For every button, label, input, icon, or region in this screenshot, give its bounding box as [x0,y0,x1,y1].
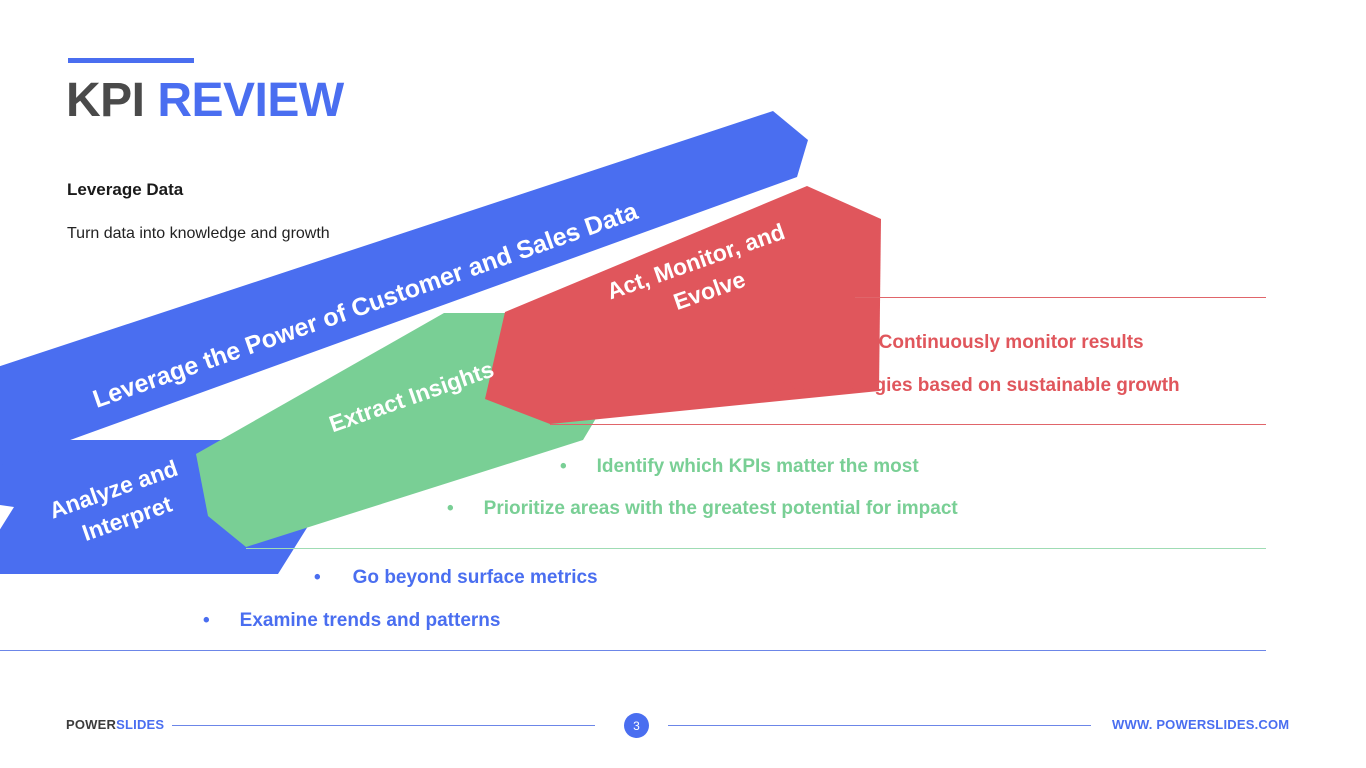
page-number-badge: 3 [624,713,649,738]
page-title-accent: REVIEW [157,74,344,127]
bullet-green-1: • Identify which KPIs matter the most [560,456,919,478]
title-accent-rule [68,58,194,63]
footer-url[interactable]: WWW. POWERSLIDES.COM [1112,717,1290,732]
bullet-dot-icon: • [447,498,454,519]
arrow-shape-act-monitor-evolve [485,186,881,424]
bullet-green-2: • Prioritize areas with the greatest pot… [447,498,958,520]
separator-green [246,548,1266,549]
page-title-primary: KPI [66,74,145,127]
bullet-green-1-text: Identify which KPIs matter the most [596,456,919,477]
bullet-dot-icon: • [838,332,845,353]
section-subcopy: Turn data into knowledge and growth [67,225,330,242]
bullet-blue-2: • Examine trends and patterns [203,610,500,632]
section-subhead: Leverage Data [67,180,184,199]
bullet-blue-2-text: Examine trends and patterns [239,610,501,631]
footer-rule-left [172,725,595,726]
arrow-shape-leverage-power [0,111,808,466]
bullet-red-1: • Continuously monitor results [838,332,1144,354]
footer-brand-accent: SLIDES [116,717,165,732]
footer-rule-right [668,725,1091,726]
footer-brand-primary: POWER [66,717,117,732]
separator-red-bottom [550,424,1266,425]
separator-red-top [855,297,1266,298]
bullet-red-2: • Adapt strategies based on sustainable … [727,375,1180,397]
footer-brand: POWERSLIDES [66,717,164,732]
bullet-green-2-text: Prioritize areas with the greatest poten… [483,498,958,519]
bullet-dot-icon: • [203,610,210,631]
bullet-blue-1: • Go beyond surface metrics [314,567,598,589]
page-title: KPI REVIEW [66,70,344,132]
bullet-dot-icon: • [727,375,734,396]
bullet-red-1-text: Continuously monitor results [878,332,1144,353]
separator-blue [0,650,1266,651]
bullet-dot-icon: • [314,567,321,588]
bullet-blue-1-text: Go beyond surface metrics [352,567,598,588]
bullet-dot-icon: • [560,456,567,477]
bullet-red-2-text: Adapt strategies based on sustainable gr… [763,375,1180,396]
